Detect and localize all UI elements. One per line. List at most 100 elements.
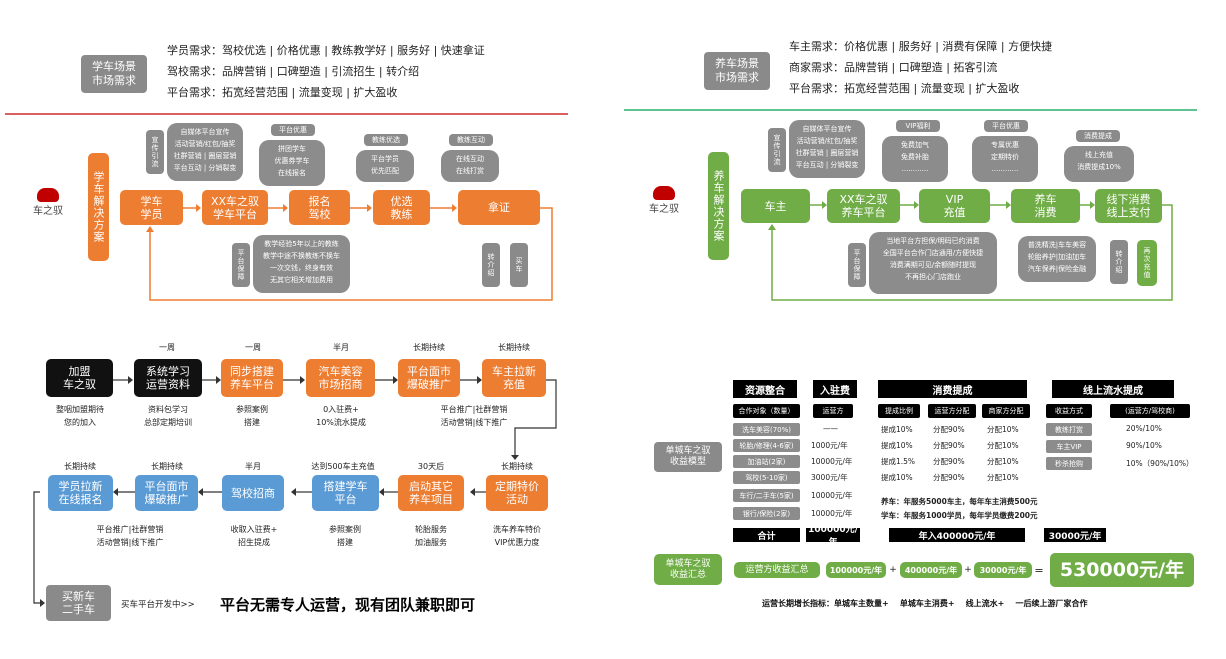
node-line: 运营资料: [146, 378, 190, 391]
vertical-solution-label: 学车解决方案: [88, 153, 109, 261]
fee-cell: 10000元/年: [811, 509, 853, 518]
calc-note: 养车：年服务5000车主，每年车主消费500元: [881, 497, 1038, 506]
online-rate: 10%（90%/10%）: [1126, 459, 1194, 468]
node-line: 同步搭建: [230, 365, 274, 378]
sum-item: 400000元/年: [900, 562, 962, 578]
flow-coach: 优选教练: [373, 190, 430, 225]
sub-header: 运营方分配: [928, 404, 976, 418]
bubble-line: 免费补胎: [901, 153, 929, 161]
bubble-line: 线上充值: [1085, 151, 1113, 159]
model-label: 单城车之驭收益模型: [654, 442, 722, 472]
sub-header: 收益方式: [1046, 404, 1092, 418]
tag-referral: 转介绍: [482, 243, 500, 287]
header-online: 线上流水提成: [1052, 380, 1174, 398]
step-other-projects: 启动其它养车项目: [398, 475, 464, 511]
step-learner-signup: 学员拉新在线报名: [48, 475, 113, 511]
tag-referral: 转介绍: [1110, 240, 1128, 284]
fee-cell: 10000元/年: [811, 457, 853, 466]
flow-learner: 学车学员: [120, 190, 183, 225]
node-line: 充值: [943, 206, 966, 219]
step-desc: 平台推广|社群营销活动营销|线下推广: [76, 523, 184, 549]
bubble-vip: 免费加气免费补胎............: [882, 136, 948, 182]
desc-line: 收取入驻费+: [230, 525, 278, 534]
scene-line-2: 市场需求: [92, 74, 136, 87]
sub-header: 商家方分配: [982, 404, 1030, 418]
node-line: 收益模型: [669, 457, 706, 467]
step-desc: 参照案例搭建: [214, 403, 290, 429]
step-desc: 资料包学习总部定期培训: [126, 403, 210, 429]
bubble-line: 教学经验5年以上的教练: [264, 240, 339, 248]
sum-op: +: [964, 565, 972, 575]
sum-item: 100000元/年: [826, 562, 886, 578]
total-commission: 年入400000元/年: [889, 528, 1025, 542]
node-line: 消费: [1034, 206, 1057, 219]
node-line: 充值: [503, 378, 525, 391]
bubble-line: 一次交钱，终身有效: [270, 264, 333, 272]
node-line: 平台: [334, 493, 357, 506]
merchant-cell: 分配10%: [987, 457, 1019, 466]
bubble-line: 轮胎养护|加油加车: [1027, 253, 1087, 261]
merchant-cell: 分配10%: [987, 441, 1019, 450]
bubble-line: 在线报名: [278, 169, 306, 177]
desc-line: 参照案例: [236, 405, 268, 414]
tag-recharge: 再次充值: [1137, 240, 1157, 286]
step-specials: 定期特价活动: [486, 475, 548, 511]
fee-cell: 1000元/年: [811, 441, 848, 450]
step-period: 长期持续: [501, 462, 533, 471]
online-rate: 90%/10%: [1126, 441, 1162, 450]
flow-owner: 车主: [741, 189, 810, 223]
tag-vip: VIP福利: [896, 120, 940, 132]
node-line: 买新车: [62, 590, 95, 603]
summary-title: 运营方收益汇总: [734, 562, 820, 578]
bubble-line: 社群营销 | 圈层营销: [173, 152, 237, 160]
bubble-line: 无其它相关增加费用: [270, 276, 333, 284]
fee-cell: 10000元/年: [811, 491, 853, 500]
node-line: 养车平台: [841, 206, 886, 219]
desc-line: 加油服务: [415, 538, 447, 547]
logo: 车之驭: [18, 188, 78, 217]
node-line: 学员: [140, 207, 163, 221]
step-school-recruit: 驾校招商: [222, 475, 284, 511]
table-row: 洗车美容(70%): [733, 423, 800, 436]
sub-header: (运营方/驾校商): [1110, 404, 1190, 418]
node-line: 学员拉新: [58, 480, 103, 493]
step-launch-2: 平台面市爆破推广: [135, 475, 198, 511]
flow-platform: XX车之驭学车平台: [202, 190, 268, 225]
node-line: 学车: [140, 194, 163, 208]
step-desc: 参照案例搭建: [306, 523, 384, 549]
bubble-line: 消费提成10%: [1077, 163, 1121, 171]
desc-line: 您的加入: [64, 418, 96, 427]
bubble-line: 平台学员: [371, 155, 399, 163]
bubble-line: 社群营销 | 圈层营销: [795, 149, 859, 157]
sum-item: 30000元/年: [974, 562, 1032, 578]
node-line: 优选: [390, 194, 413, 208]
tag-guarantee: 平台保障: [232, 243, 250, 287]
bubble-line: 汽车保养|保险金融: [1027, 265, 1087, 273]
bubble-line: 普洗精洗|车车美容: [1027, 241, 1087, 249]
step-join: 加盟车之驭: [46, 359, 113, 397]
step-build-learn: 搭建学车平台: [312, 475, 379, 511]
rate-cell: 提成10%: [881, 473, 913, 482]
step-desc: 平台推广|社群营销活动营销|线下推广: [420, 403, 528, 429]
step-period: 一周: [245, 343, 261, 352]
node-line: VIP: [945, 193, 964, 206]
table-row: 加油站(2家): [733, 455, 800, 468]
desc-line: 0入驻费+: [323, 405, 359, 414]
step-period: 30天后: [417, 462, 445, 471]
step-owner-recharge: 车主拉新充值: [482, 359, 546, 397]
table-row: 车主VIP: [1046, 440, 1092, 453]
flow-signup: 报名驾校: [289, 190, 350, 225]
desc-line: 平台推广|社群营销: [440, 405, 508, 414]
node-line: 养车平台: [230, 378, 274, 391]
tag-guarantee: 平台保障: [848, 243, 866, 287]
sum-total: 530000元/年: [1050, 553, 1194, 587]
node-line: 单城车之驭: [665, 446, 711, 456]
bubble-line: 自媒体平台宣传: [802, 125, 852, 133]
header-resource: 资源整合: [733, 380, 797, 398]
scene-line-1: 学车场景: [92, 60, 136, 73]
node-line: 养车: [1034, 193, 1057, 206]
node-line: 教练: [390, 207, 413, 221]
tag-promo: 宣传引流: [146, 130, 164, 174]
